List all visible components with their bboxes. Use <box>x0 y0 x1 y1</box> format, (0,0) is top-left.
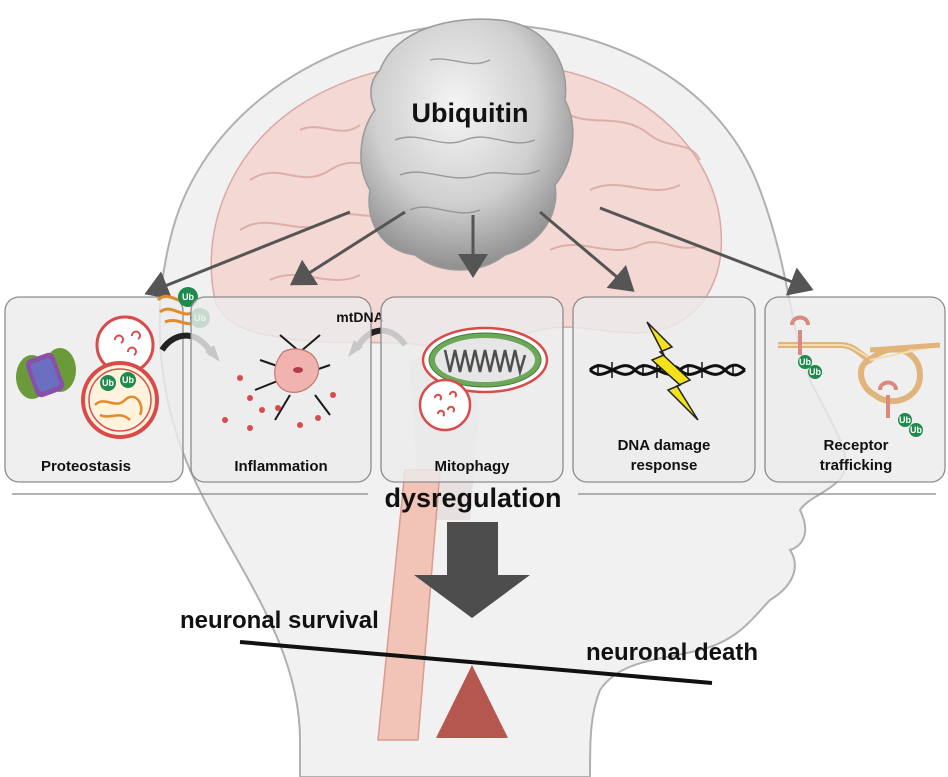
arrow-to-dna-damage <box>539 210 635 292</box>
proteasome-icon <box>16 348 76 399</box>
lightning-icon <box>646 321 699 421</box>
ubiquitin-title: Ubiquitin <box>412 98 529 128</box>
dna-damage-label-line2: response <box>631 457 698 474</box>
receptor-label-line2: trafficking <box>820 457 893 474</box>
proteostasis-label: Proteostasis <box>41 458 131 475</box>
svg-text:Ub: Ub <box>910 425 922 435</box>
panel-proteostasis: Ub Ub Proteostasis <box>4 296 184 483</box>
mitochondrion-icon <box>421 326 549 394</box>
neuronal-death-label: neuronal death <box>586 639 758 666</box>
autophagosome-icon <box>81 361 159 439</box>
ubiquitin-protein <box>360 18 574 271</box>
inflammation-label: Inflammation <box>234 458 327 475</box>
panel-inflammation: Inflammation <box>190 296 372 483</box>
panel-dna-damage: DNA damage response <box>572 296 756 483</box>
membrane-icon <box>778 342 941 405</box>
lysosome-icon <box>418 378 472 432</box>
svg-text:Ub: Ub <box>122 375 134 385</box>
fulcrum-triangle <box>436 665 508 738</box>
arrow-to-proteostasis <box>144 210 351 300</box>
microglia-cell-icon <box>254 334 331 421</box>
arrow-to-receptor <box>599 206 814 296</box>
svg-text:Ub: Ub <box>809 367 821 377</box>
dna-damage-label-line1: DNA damage <box>618 437 711 454</box>
big-down-arrow <box>414 522 530 618</box>
neuronal-survival-label: neuronal survival <box>180 607 379 634</box>
arrow-to-inflammation <box>289 210 406 286</box>
panel-receptor-trafficking: Ub Ub Ub Ub Receptor trafficking <box>764 296 946 483</box>
dysregulation-label: dysregulation <box>384 483 561 513</box>
mitophagy-label: Mitophagy <box>435 458 511 475</box>
svg-text:Ub: Ub <box>799 357 811 367</box>
ubiquitin-arrows <box>144 206 814 300</box>
receptor-label-line1: Receptor <box>823 437 888 454</box>
cytokine-dots-icon <box>222 375 336 431</box>
balance-scale <box>239 640 713 738</box>
svg-text:Ub: Ub <box>899 415 911 425</box>
mtdna-label: mtDNA <box>336 309 383 325</box>
svg-text:Ub: Ub <box>182 292 194 302</box>
panel-mitophagy: Mitophagy <box>380 296 564 483</box>
balance-beam <box>239 640 713 685</box>
svg-text:Ub: Ub <box>102 378 114 388</box>
receptor-icon <box>790 315 898 418</box>
